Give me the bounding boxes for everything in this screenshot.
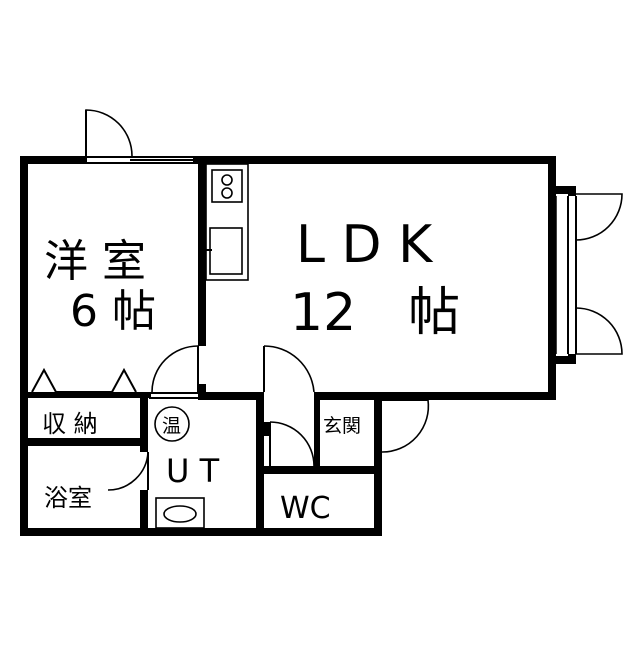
kitchen-counter [205,163,249,281]
toilet-label: WC [280,491,331,526]
bathroom-label: 浴室 [44,484,92,512]
western-room-size: 6 帖 [70,286,156,337]
ldk-name: L D K [296,215,434,275]
entrance-label: 玄関 [323,415,361,437]
walls [20,156,576,536]
utility-label: U T [166,452,220,490]
storage-label: 収 納 [42,410,98,438]
windows [85,156,577,399]
water-heater-icon [154,406,190,442]
doors [31,109,623,491]
water-heater-label: 温 [162,415,181,437]
ldk-size: 12 帖 [290,283,460,343]
washbasin-icon [155,497,205,529]
western-room-name: 洋 室 [44,236,146,287]
sink-icon [209,227,243,275]
room-labels: 洋 室 6 帖 L D K 12 帖 収 納 浴室 U T 温 玄関 WC [42,215,460,526]
